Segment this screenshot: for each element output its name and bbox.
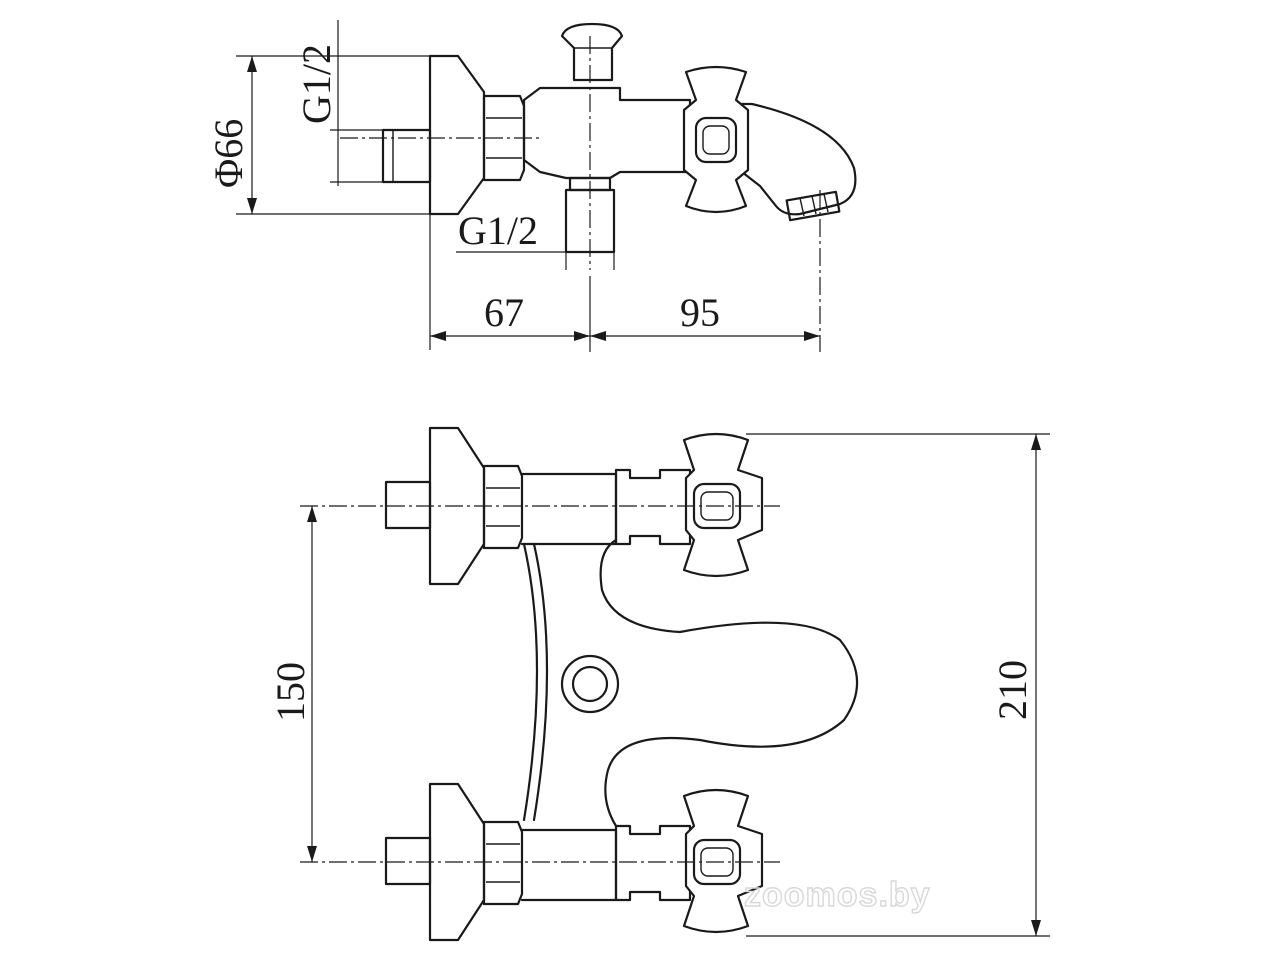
front-view — [300, 426, 859, 942]
diameter-label: Φ66 — [206, 119, 251, 188]
front-view-dimensions: 150 210 — [268, 433, 1050, 937]
hex-nut — [482, 94, 526, 182]
diverter-outer-ring — [560, 654, 620, 714]
upper-inlet-stub — [384, 480, 432, 530]
connector-right — [532, 542, 549, 822]
diverter-inner-ring — [571, 665, 609, 703]
lower-valve — [614, 824, 692, 902]
watermark-text: zoomos.by — [744, 876, 931, 914]
center-distance-label: 150 — [268, 662, 313, 722]
outlet-thread-label: G1/2 — [458, 208, 538, 253]
upper-hex-nut — [482, 464, 524, 550]
lower-inlet-stub — [384, 836, 432, 886]
upper-cross-handle — [682, 432, 764, 578]
wall-flange — [428, 54, 486, 216]
lower-body — [520, 828, 618, 902]
connector-left — [522, 542, 539, 822]
inlet-stub — [381, 128, 432, 184]
handle-cap — [694, 116, 738, 164]
overall-height-label: 210 — [990, 660, 1035, 720]
lower-hex-nut — [482, 820, 524, 906]
upper-valve — [614, 468, 692, 546]
dim-95-label: 95 — [680, 290, 720, 335]
lower-cross-handle — [682, 788, 764, 934]
side-view-dimensions: Φ66 G1/2 G1/2 67 95 — [206, 20, 820, 352]
inlet-thread-label: G1/2 — [294, 44, 339, 124]
spout-body-front — [599, 538, 859, 828]
mixer-body — [522, 86, 692, 180]
upper-body — [520, 472, 618, 546]
diverter-knob — [560, 22, 624, 82]
spout — [688, 102, 857, 216]
cross-handle — [682, 65, 750, 214]
side-view — [340, 22, 857, 352]
dim-67-label: 67 — [484, 290, 524, 335]
aerator — [785, 190, 841, 222]
